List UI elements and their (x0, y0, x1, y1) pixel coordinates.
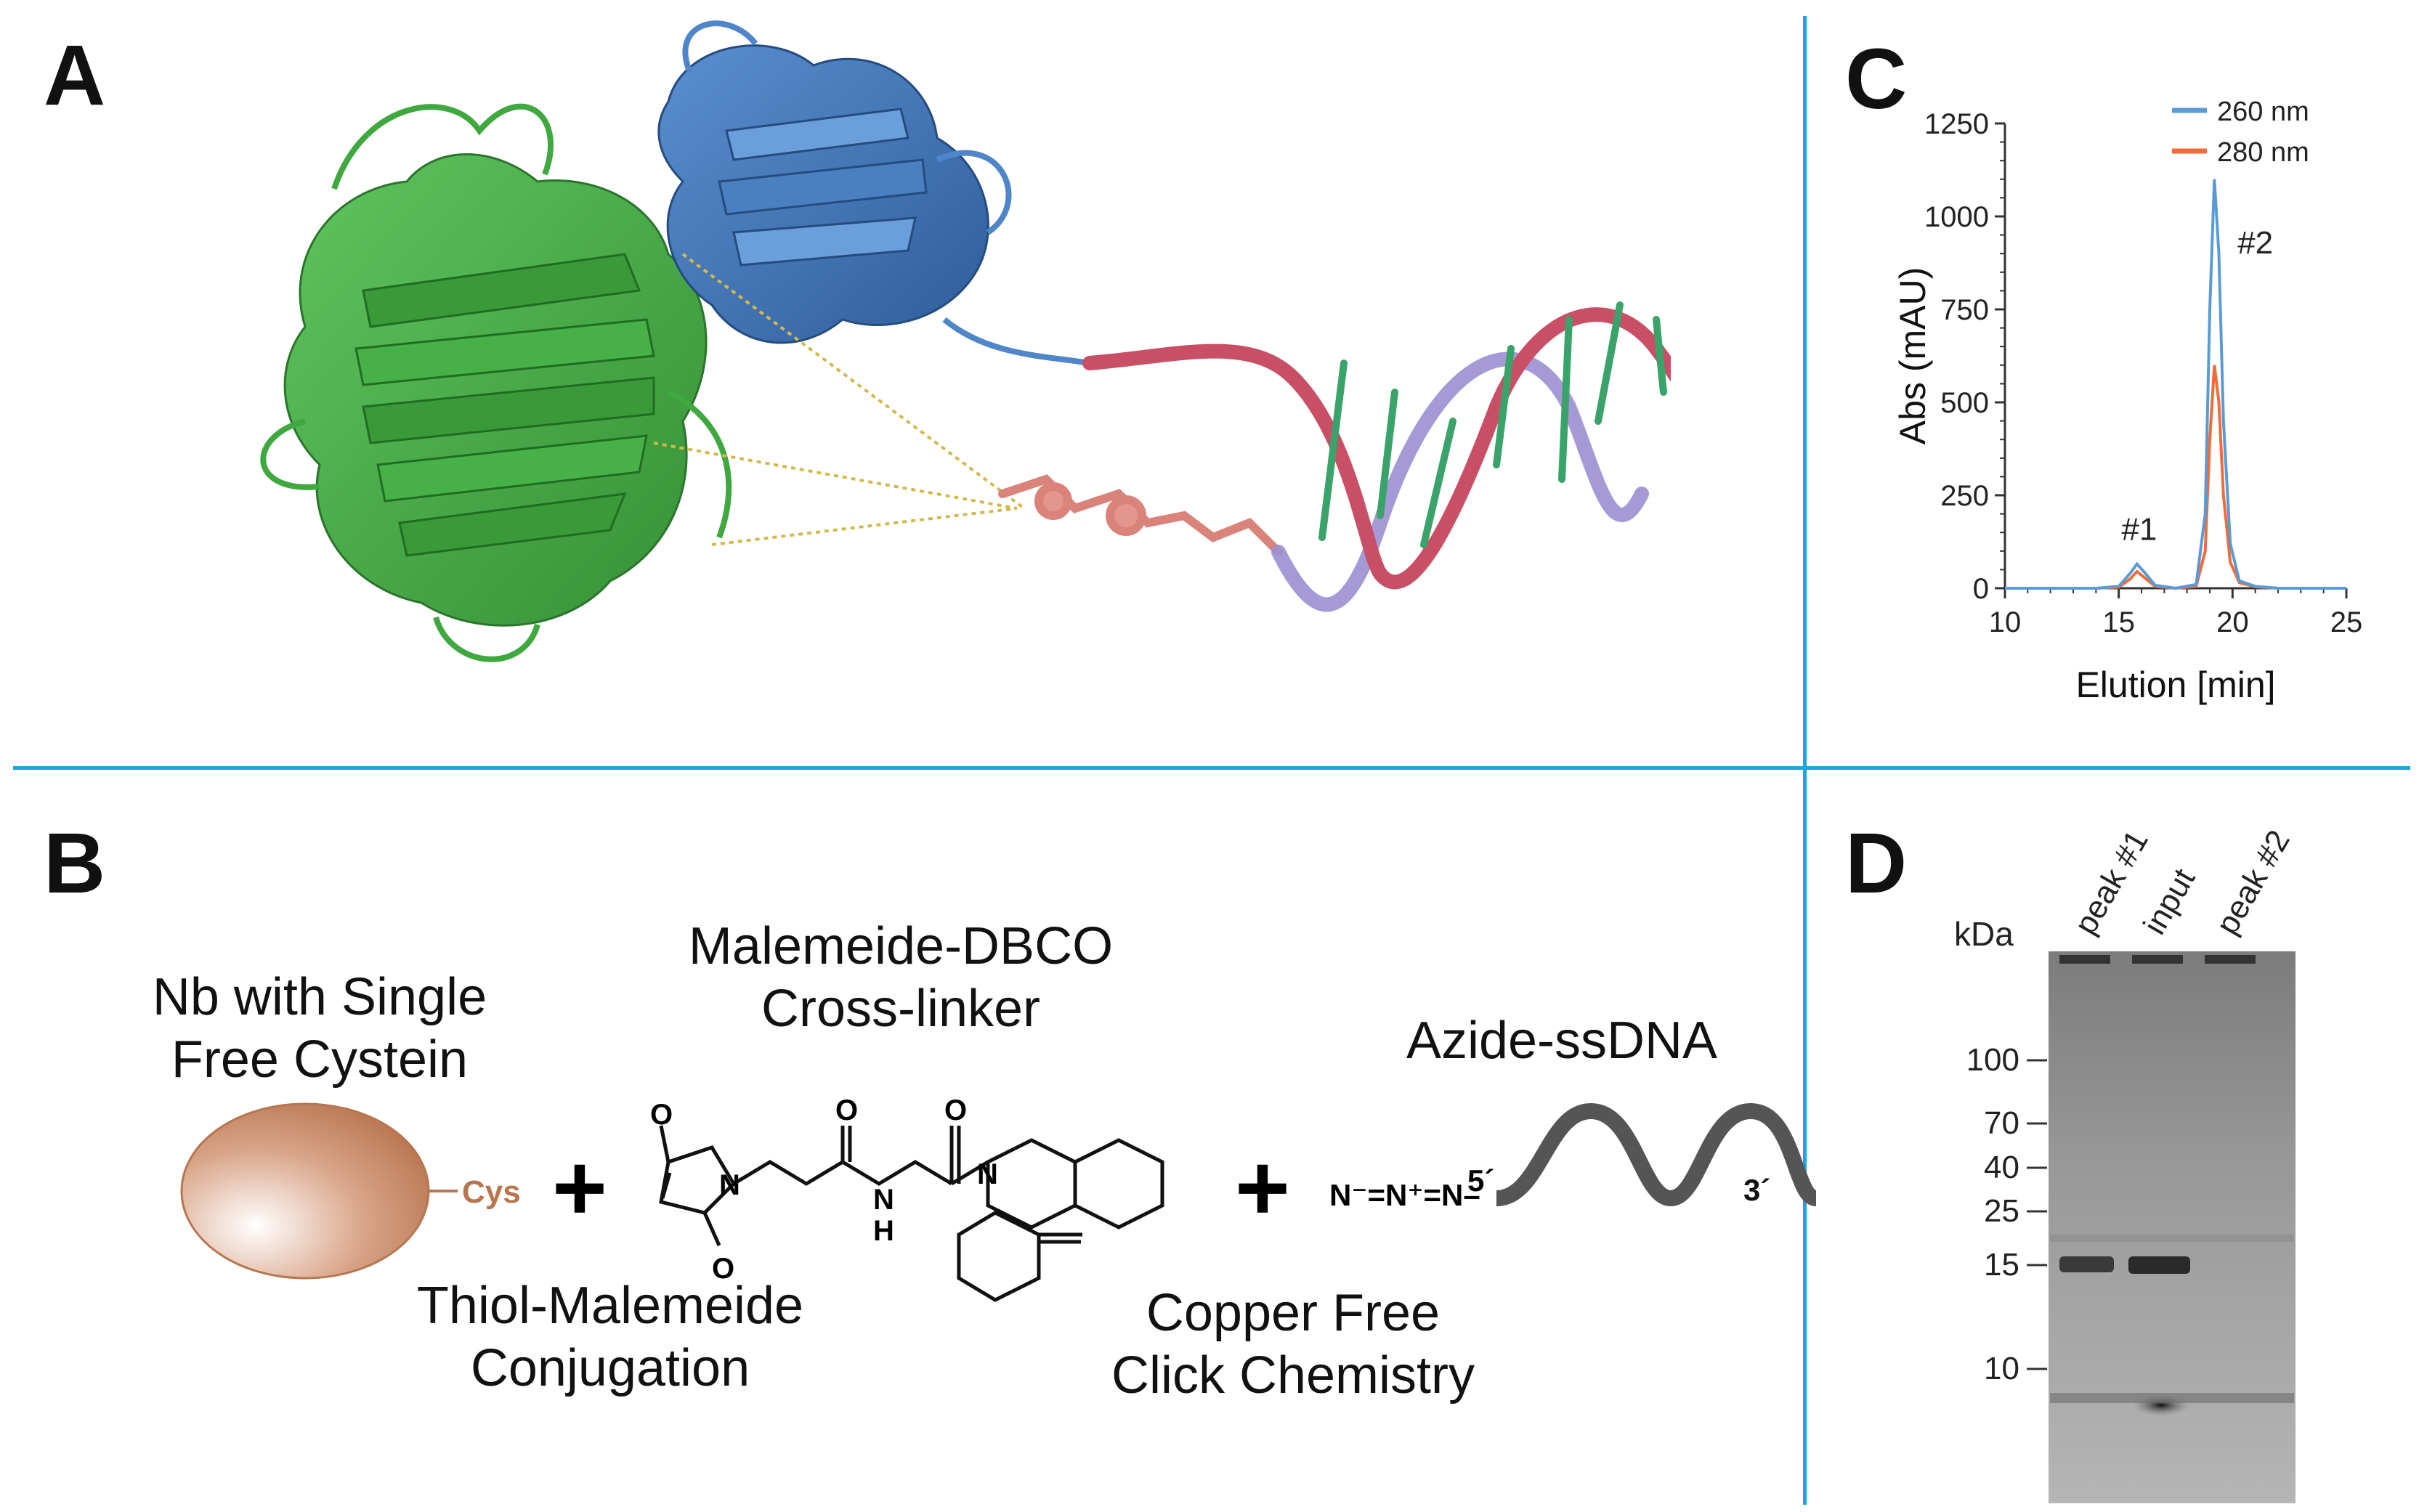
peak-annotation: #2 (2237, 225, 2273, 261)
series-line-260-nm (2005, 179, 2346, 590)
gel-marker-label: 100 (1966, 1042, 2019, 1078)
thiol-maleimide-label: Thiol-Malemeide Conjugation (392, 1275, 828, 1400)
nb-label: Nb with Single Free Cystein (123, 966, 516, 1092)
thiol-label-line2: Conjugation (470, 1339, 750, 1398)
x-tick-label: 25 (2330, 606, 2363, 638)
crosslinker-label-line1: Malemeide-DBCO (688, 917, 1114, 975)
dna-label: Azide-ssDNA (1406, 1012, 1718, 1070)
azide-group: N⁻=N⁺=N– (1329, 1178, 1480, 1212)
gel-lane-label: input (2136, 863, 2202, 940)
dbco-linker (998, 474, 1283, 556)
y-axis-label: Abs (mAU) (1892, 267, 1933, 444)
gel-marker-label: 15 (1984, 1247, 2019, 1283)
gel-marker-label: 70 (1984, 1105, 2019, 1141)
distance-lines (653, 253, 1026, 546)
atom-o-2: O (712, 1253, 734, 1285)
plus-sign-2: + (1235, 1134, 1290, 1240)
dna-5-prime: 5´ (1467, 1163, 1494, 1198)
atom-n-1: N (719, 1169, 740, 1201)
nanobody-ellipse (180, 1102, 430, 1280)
legend-label: 280 nm (2217, 137, 2309, 168)
gel-marker-label: 40 (1984, 1150, 2019, 1185)
y-tick-label: 1250 (1924, 108, 1989, 140)
click-label-line2: Click Chemistry (1111, 1346, 1475, 1405)
click-chemistry-label: Copper Free Click Chemistry (1075, 1282, 1511, 1407)
x-axis-label: Elution [min] (2075, 664, 2275, 705)
atom-n-3: N (977, 1158, 998, 1190)
gel-marker-label: 25 (1984, 1193, 2019, 1229)
y-tick-label: 250 (1940, 480, 1989, 512)
legend-label: 260 nm (2217, 97, 2309, 127)
panel-label-a: A (44, 28, 106, 123)
click-label-line1: Copper Free (1146, 1284, 1441, 1342)
gel-unit-label: kDa (1954, 915, 2014, 953)
crosslinker-label: Malemeide-DBCO Cross-linker (654, 915, 1148, 1041)
atom-o-3: O (835, 1094, 858, 1126)
x-tick-label: 20 (2216, 606, 2249, 638)
protein-dna-structure-illustration (260, 20, 1671, 662)
gfp-loops (260, 103, 732, 662)
y-tick-label: 500 (1940, 387, 1989, 419)
gel-lane-label: peak #2 (2209, 824, 2297, 940)
peak-annotation: #1 (2121, 511, 2157, 547)
panel-label-d: D (1845, 816, 1908, 911)
atom-n-2: N (873, 1184, 894, 1216)
vertical-divider (1803, 16, 1807, 1505)
band-input-15kda (2128, 1256, 2190, 1274)
panel-label-b: B (44, 816, 106, 911)
horizontal-divider (13, 766, 2410, 770)
gel-body (2049, 951, 2296, 1503)
nb-label-line2: Free Cystein (171, 1031, 469, 1089)
gel-marker-label: 10 (1984, 1351, 2019, 1386)
atom-o-4: O (944, 1094, 967, 1126)
dna-helix (1082, 301, 1671, 612)
band-peak1-15kda (2059, 1256, 2114, 1272)
x-tick-label: 15 (2102, 606, 2135, 638)
x-tick-label: 10 (1989, 606, 2022, 638)
plus-sign-1: + (552, 1134, 607, 1240)
thiol-label-line1: Thiol-Malemeide (416, 1277, 804, 1335)
nb-label-line1: Nb with Single (152, 968, 487, 1026)
y-tick-label: 1000 (1924, 201, 1989, 233)
nanobody-structure (657, 44, 989, 344)
series-line-280-nm (2005, 365, 2346, 590)
y-tick-label: 0 (1973, 573, 1989, 605)
atom-h-1: H (873, 1215, 894, 1247)
conjugation-scheme: Cys + O N O O N H O N + N⁻=N⁺=N– 5´ (180, 1094, 1816, 1302)
crosslinker-label-line2: Cross-linker (761, 980, 1041, 1039)
cys-label: Cys (462, 1174, 521, 1210)
gfp-beta-barrel (283, 153, 708, 627)
atom-o-1: O (650, 1099, 673, 1131)
panel-label-c: C (1845, 31, 1908, 127)
dna-3-prime: 3´ (1743, 1173, 1771, 1207)
maleimide-dbco-structure (659, 1125, 1164, 1302)
y-tick-label: 750 (1940, 294, 1989, 326)
ssdna-wave (1495, 1102, 1816, 1207)
